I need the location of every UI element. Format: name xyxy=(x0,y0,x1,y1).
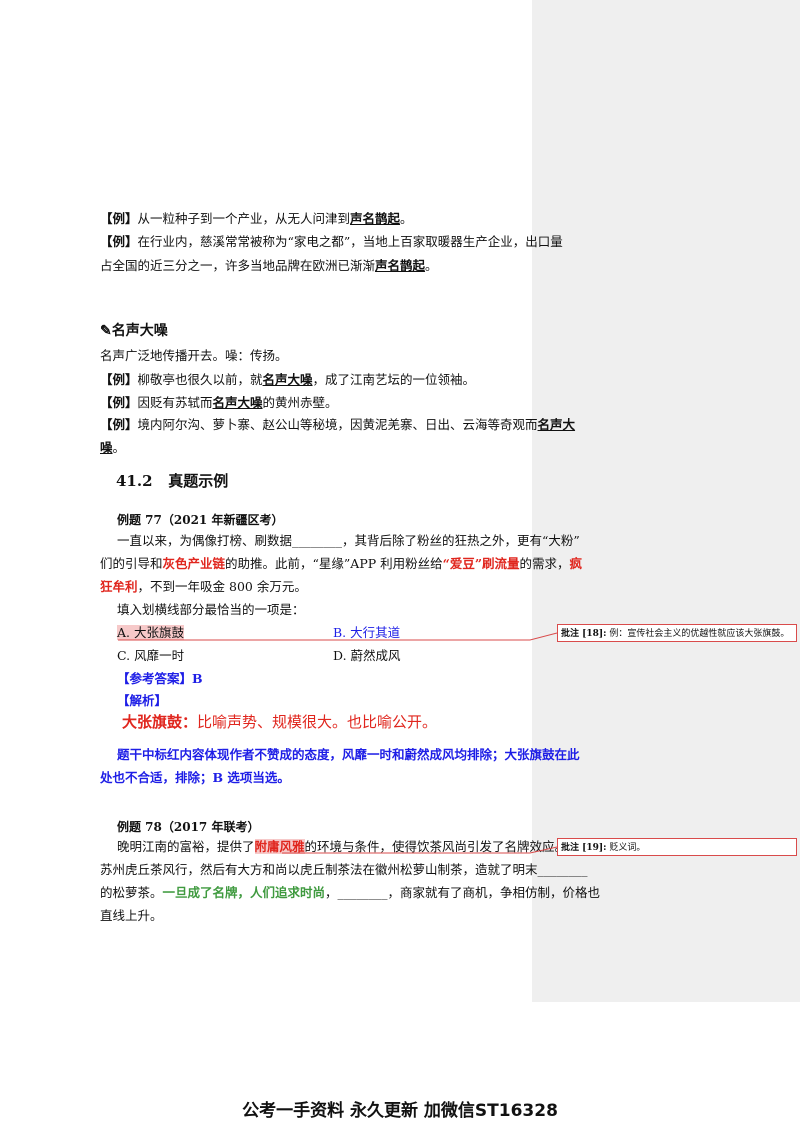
document-page xyxy=(0,0,532,1132)
comment-19[interactable]: 批注 [19]: 贬义词。 xyxy=(557,838,797,856)
idiom2-example-3-line1: 【例】境内阿尔沟、萝卜寨、赵公山等秘境，因黄泥羌寨、日出、云海等奇观而名声大 xyxy=(100,416,575,434)
section-number: 41.2 xyxy=(116,472,153,490)
analysis-label: 【解析】 xyxy=(117,692,167,710)
section-title: 41.2 真题示例 xyxy=(116,470,228,491)
option-c: C. 风靡一时 xyxy=(117,648,185,663)
red-highlight-text: 灰色产业链 xyxy=(162,556,226,571)
comment-19-connector xyxy=(282,846,558,854)
section-title-text: 真题示例 xyxy=(168,472,229,490)
idiom-term: 名声大噪 xyxy=(262,372,313,387)
paragraph-text: 的松萝茶。 xyxy=(100,885,163,900)
comment-text: 贬义词。 xyxy=(609,843,646,853)
paragraph-text: 们的引导和 xyxy=(100,556,163,571)
paragraph-text: ，________，商家就有了商机，争相仿制，价格也 xyxy=(325,885,601,900)
footer-watermark: 公考一手资料 永久更新 加微信ST16328 xyxy=(242,1101,558,1121)
example-text: 从一粒种子到一个产业，从无人问津到 xyxy=(137,211,351,226)
comment-label: 批注 [19]: xyxy=(561,843,607,853)
paragraph-text: 的需求， xyxy=(519,556,570,571)
option-b: B. 大行其道 xyxy=(333,625,401,640)
paragraph-text: 的环境与条件，使得饮茶风尚引发了名牌效应。先是 xyxy=(304,839,593,854)
example-text: 境内阿尔沟、萝卜寨、赵公山等秘境，因黄泥羌寨、日出、云海等奇观而 xyxy=(137,417,538,432)
example-77-paragraph-line2: 们的引导和灰色产业链的助推。此前，“星缘”APP 利用粉丝给“爱豆”刷流量的需求… xyxy=(100,555,582,573)
green-highlight-text: 一旦成了名牌，人们追求时尚 xyxy=(162,885,326,900)
comment-margin-panel xyxy=(532,0,800,1002)
paragraph-text: ，不到一年吸金 800 余万元。 xyxy=(137,579,307,594)
paragraph-text: 晚明江南的富裕，提供了 xyxy=(117,839,255,854)
example-text: 。 xyxy=(400,211,413,226)
example-78-line2: 苏州虎丘茶风行，然后有大方和尚以虎丘制茶法在徽州松萝山制茶，造就了明末_____… xyxy=(100,862,588,877)
example-78-line4: 直线上升。 xyxy=(100,908,163,923)
idiom-term: 声名鹊起 xyxy=(350,211,401,226)
analysis-line2: 处也不合适，排除；B 选项当选。 xyxy=(100,769,290,787)
example-text: ，成了江南艺坛的一位领袖。 xyxy=(312,372,476,387)
example-text: 。 xyxy=(425,258,438,273)
comment-18[interactable]: 批注 [18]: 例：宣传社会主义的优越性就应该大张旗鼓。 xyxy=(557,624,797,642)
answer-label: 【参考答案】 xyxy=(117,671,193,686)
option-a: A. 大张旗鼓 xyxy=(117,624,184,642)
idiom1-example-2-line1: 【例】在行业内，慈溪常常被称为“家电之都”，当地上百家取暖器生产企业，出口量 xyxy=(100,233,563,251)
idiom2-example-3-line2: 噪。 xyxy=(100,439,125,457)
comment-18-connector xyxy=(118,632,558,641)
analysis-term: 大张旗鼓： xyxy=(122,713,198,731)
example-78-title: 例题 78（2017 年联考） xyxy=(117,820,260,834)
example-text: 。 xyxy=(112,440,126,455)
idiom2-definition: 名声广泛地传播开去。噪：传扬。 xyxy=(100,348,288,363)
idiom2-heading: ✎名声大噪 xyxy=(100,320,168,340)
answer-value: B xyxy=(192,671,203,686)
pencil-icon: ✎ xyxy=(100,323,112,339)
idiom-term: 名声大 xyxy=(537,417,576,432)
example-77-paragraph-line3: 狂牟利，不到一年吸金 800 余万元。 xyxy=(100,578,307,596)
red-highlight-text: 狂牟利 xyxy=(100,579,138,594)
example-tag: 【例】 xyxy=(100,395,138,410)
comment-text: 例：宣传社会主义的优越性就应该大张旗鼓。 xyxy=(609,629,790,639)
example-77-title: 例题 77（2021 年新疆区考） xyxy=(117,513,284,527)
analysis-definition: 大张旗鼓：比喻声势、规模很大。也比喻公开。 xyxy=(122,711,437,733)
idiom1-example-1: 【例】从一粒种子到一个产业，从无人问津到声名鹊起。 xyxy=(100,210,413,228)
paragraph-text: 的助推。此前，“星缘”APP 利用粉丝给 xyxy=(225,556,443,571)
analysis-label-text: 【解析】 xyxy=(117,693,168,708)
analysis-def: 比喻声势、规模很大。也比喻公开。 xyxy=(197,713,438,731)
analysis-text: 题干中标红内容体现作者不赞成的态度，风靡一时和蔚然成风均排除；大张旗鼓在此 xyxy=(117,747,580,762)
analysis-line1: 题干中标红内容体现作者不赞成的态度，风靡一时和蔚然成风均排除；大张旗鼓在此 xyxy=(117,746,580,764)
example-text: 的黄州赤壁。 xyxy=(262,395,338,410)
idiom-title: 名声大噪 xyxy=(111,323,168,339)
comment-label: 批注 [18]: xyxy=(561,629,607,639)
example-tag: 【例】 xyxy=(100,211,138,226)
example-78-line3: 的松萝茶。一旦成了名牌，人们追求时尚，________，商家就有了商机，争相仿制… xyxy=(100,884,600,902)
example-text: 柳敬亭也很久以前，就 xyxy=(137,372,263,387)
idiom2-example-2: 【例】因贬有苏轼而名声大噪的黄州赤壁。 xyxy=(100,394,338,412)
example-tag: 【例】 xyxy=(100,372,138,387)
idiom-term: 名声大噪 xyxy=(212,395,263,410)
reference-answer: 【参考答案】B xyxy=(117,670,203,688)
option-a-text: A. 大张旗鼓 xyxy=(117,625,184,640)
idiom2-example-1: 【例】柳敬亭也很久以前，就名声大噪，成了江南艺坛的一位领袖。 xyxy=(100,371,475,389)
idiom1-example-2-line2: 占全国的近三分之一，许多当地品牌在欧洲已渐渐声名鹊起。 xyxy=(100,257,438,275)
analysis-text: 处也不合适，排除；B 选项当选。 xyxy=(100,770,290,785)
example-77-question: 填入划横线部分最恰当的一项是： xyxy=(117,602,305,617)
red-highlight-text: 疯 xyxy=(569,556,583,571)
example-text: 在行业内，慈溪常常被称为“家电之都”，当地上百家取暖器生产企业，出口量 xyxy=(137,234,563,249)
example-77-paragraph-line1: 一直以来，为偶像打榜、刷数据________，其背后除了粉丝的狂热之外，更有“大… xyxy=(117,533,580,548)
idiom-term: 声名鹊起 xyxy=(375,258,426,273)
example-tag: 【例】 xyxy=(100,417,138,432)
idiom-term: 噪 xyxy=(100,440,113,455)
example-text: 占全国的近三分之一，许多当地品牌在欧洲已渐渐 xyxy=(100,258,376,273)
red-highlight-text: “爱豆”刷流量 xyxy=(442,556,520,571)
example-tag: 【例】 xyxy=(100,234,138,249)
example-text: 因贬有苏轼而 xyxy=(137,395,213,410)
highlighted-term: 附庸风雅 xyxy=(254,839,305,854)
option-d: D. 蔚然成风 xyxy=(333,648,401,663)
example-78-line1: 晚明江南的富裕，提供了附庸风雅的环境与条件，使得饮茶风尚引发了名牌效应。先是 xyxy=(117,838,592,856)
